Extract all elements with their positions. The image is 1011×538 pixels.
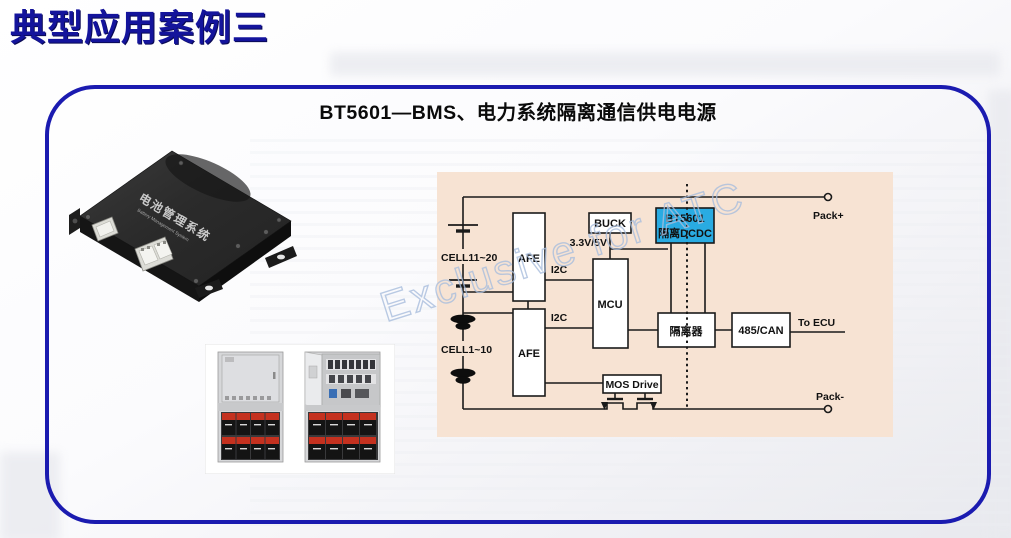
page-title: 典型应用案例三 [10, 7, 270, 48]
block-diagram: CELL11~20 CELL1~10 AFE AFE BUCK MCU BT56… [437, 172, 893, 437]
buck-block [588, 212, 632, 234]
cabinet-closed [217, 351, 284, 463]
afe-top-label: AFE [518, 253, 540, 265]
pack-minus-terminal [823, 404, 833, 414]
cell-group-bottom-label: CELL1~10 [441, 344, 492, 356]
bt5601-label-line2: 隔离DCDC [658, 226, 712, 240]
supply-net-label: 3.3V/5V [570, 237, 607, 249]
pack-plus-terminal [823, 192, 833, 202]
bt5601-label-line1: BT5601 [665, 213, 704, 225]
transceiver-label: 485/CAN [738, 325, 783, 337]
breaker-row [326, 359, 376, 370]
bms-device-photo: 电池管理系统 Battery Management System [69, 150, 297, 302]
device-connector [91, 216, 119, 242]
i2c-top-label: I2C [551, 264, 568, 276]
battery-symbol [448, 224, 478, 288]
background-map-texture [330, 52, 1000, 76]
device-right-face [199, 221, 291, 302]
mosfet-arrow [601, 402, 608, 410]
mosfet-arrow [650, 402, 657, 410]
buck-label: BUCK [594, 218, 626, 230]
content-frame [45, 85, 991, 524]
afe-bottom-block [512, 308, 546, 397]
mcu-block [592, 258, 629, 349]
battery-symbol-filled [450, 314, 476, 384]
mos-drive-label: MOS Drive [605, 379, 658, 391]
pack-minus-label: Pack- [816, 391, 845, 403]
mos-drive-block [602, 374, 662, 394]
transceiver-block [731, 312, 791, 348]
background-map-texture [988, 90, 1011, 538]
afe-bottom-label: AFE [518, 348, 540, 360]
device-screws [85, 160, 282, 284]
to-ecu-label: To ECU [798, 317, 835, 329]
battery-cabinet-photo [205, 344, 395, 474]
pack-plus-label: Pack+ [813, 210, 844, 222]
mcu-label: MCU [597, 299, 622, 311]
cell-group-top-label: CELL11~20 [441, 252, 497, 264]
afe-top-block [512, 212, 546, 302]
slide-subtitle: BT5601—BMS、电力系统隔离通信供电电源 [319, 102, 717, 124]
i2c-bottom-label: I2C [551, 312, 568, 324]
device-connector [134, 236, 174, 272]
open-door [304, 351, 323, 409]
bt5601-dcdc-block [655, 207, 715, 244]
breaker-row [326, 374, 376, 384]
cabinet-open [304, 351, 381, 463]
